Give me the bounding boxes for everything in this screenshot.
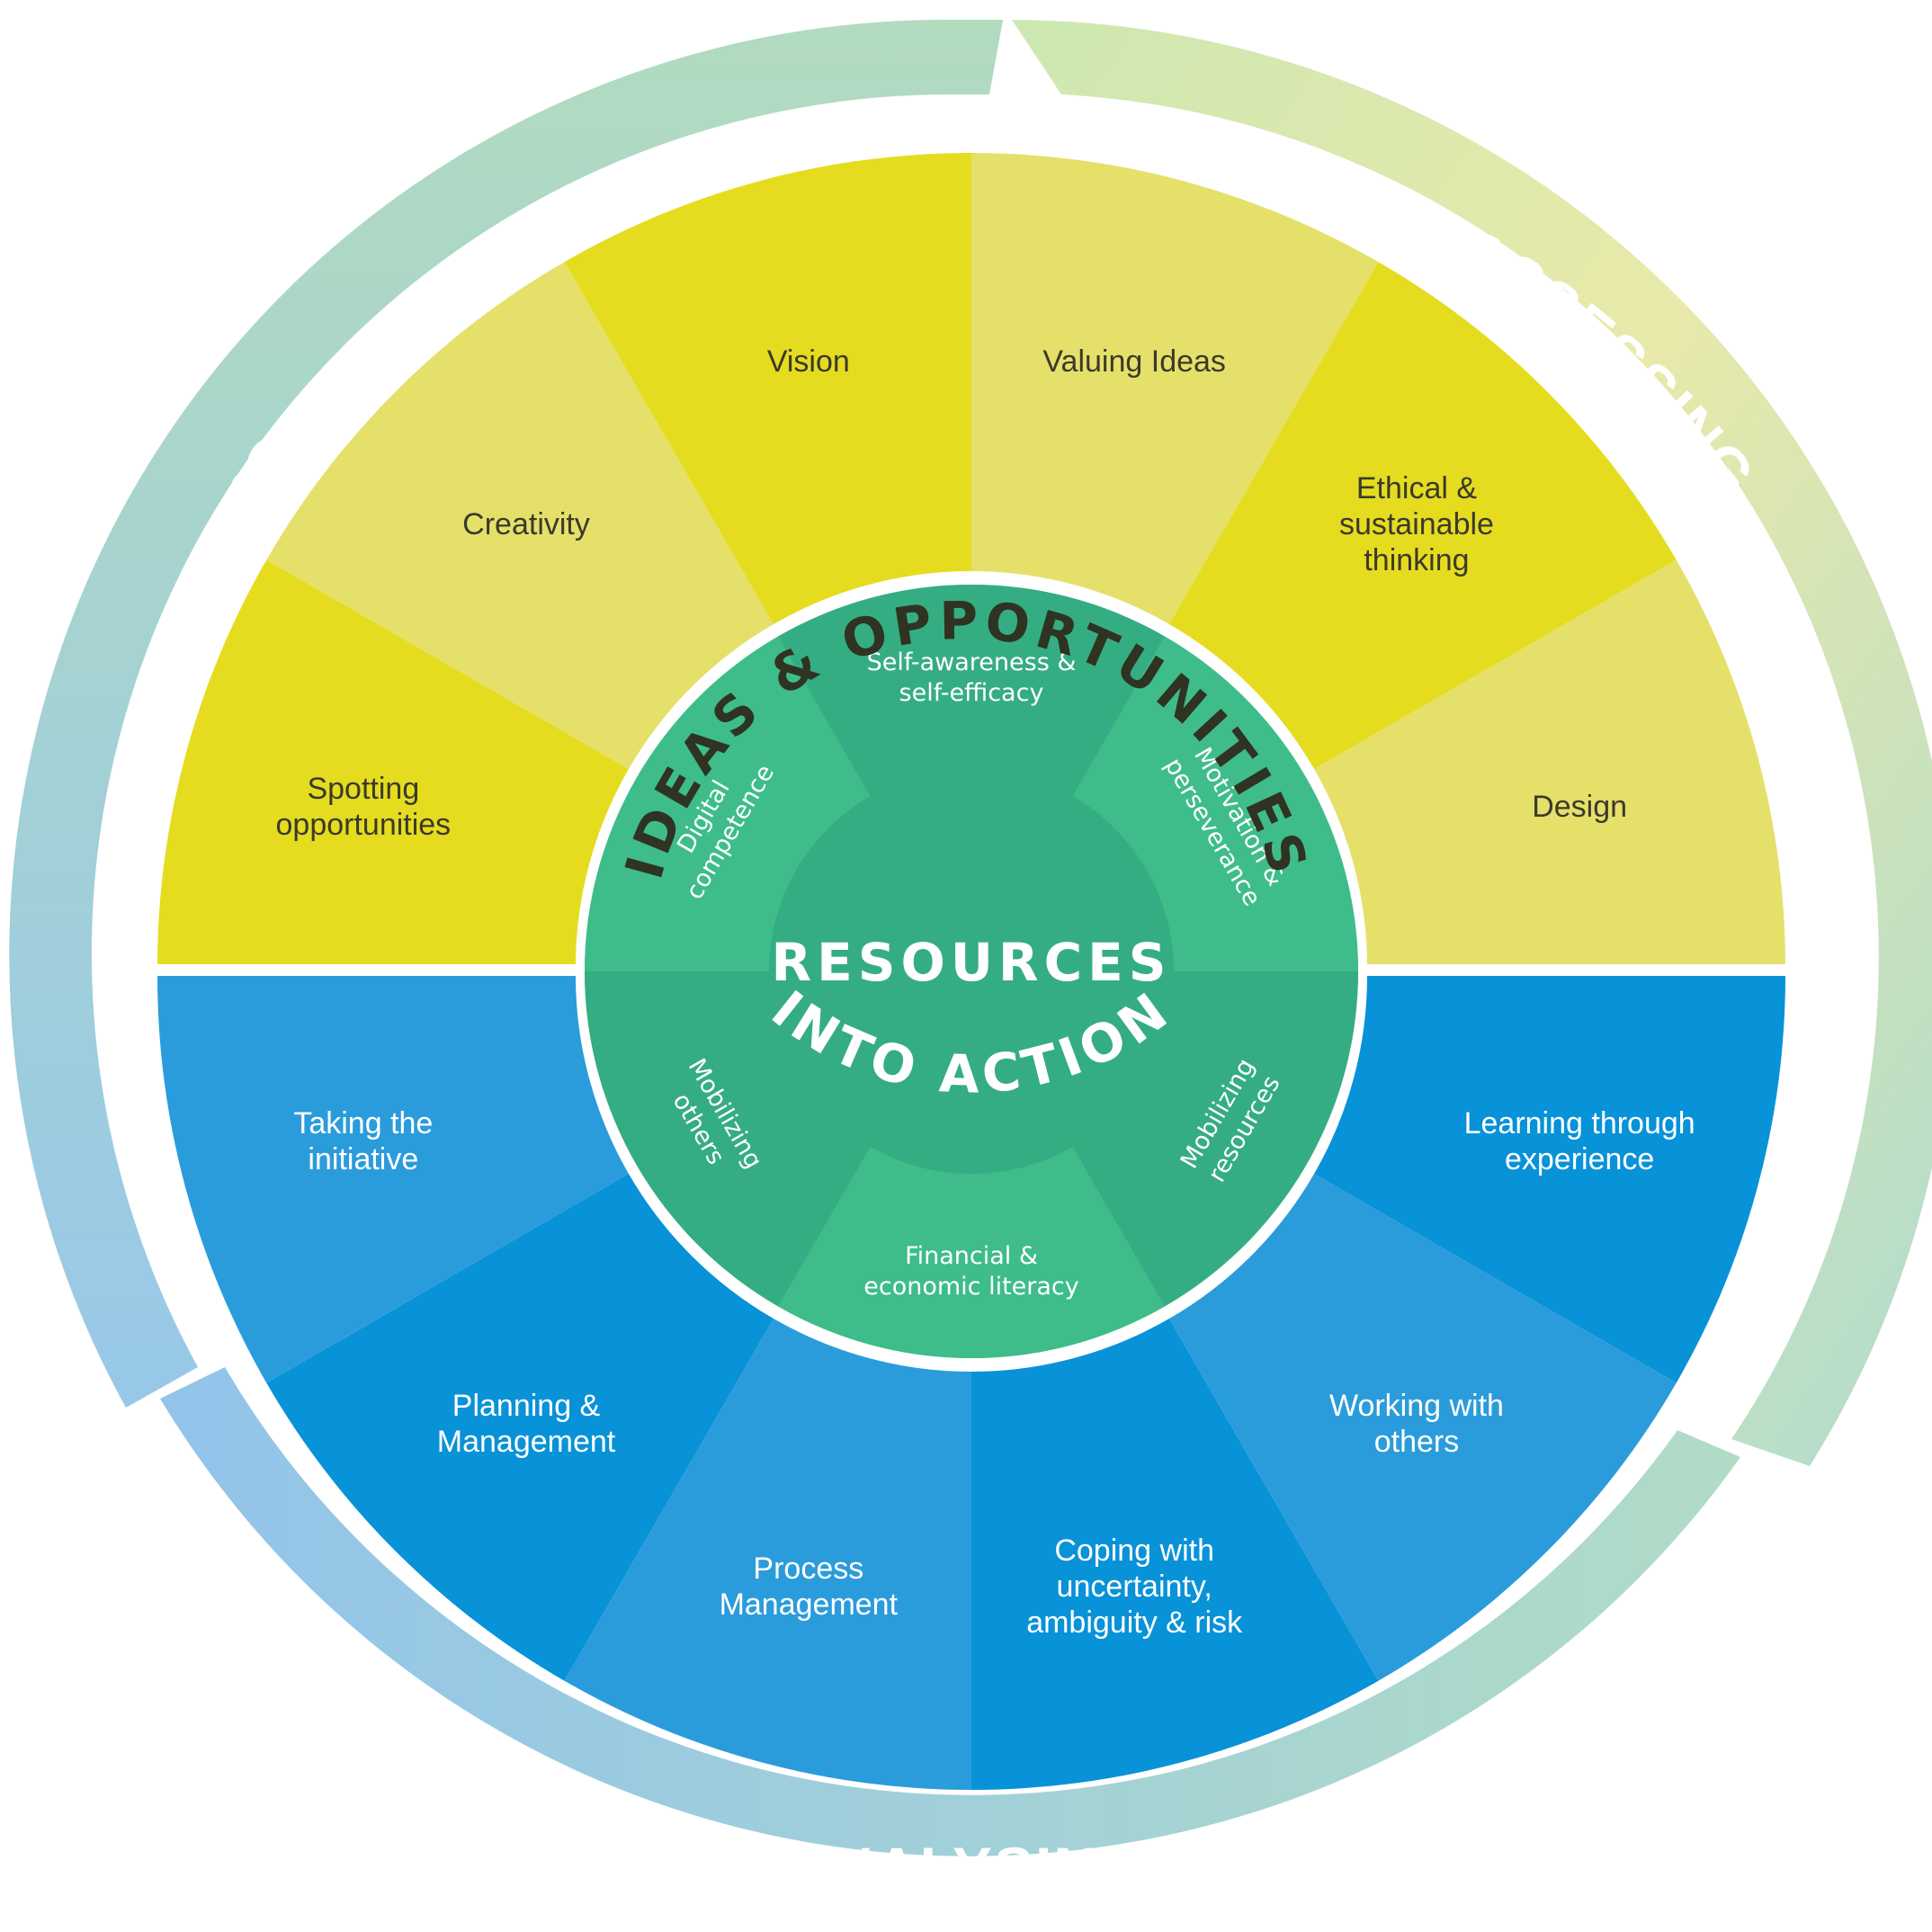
ideas-segment-spotting-opportunities (157, 559, 629, 967)
resources-segment-mobilizing-others (585, 971, 871, 1307)
ideas-segment-design (1314, 559, 1785, 967)
action-segment-planning-management (266, 1174, 774, 1681)
resources-segment-financial-economic-literacy (778, 1146, 1165, 1358)
resources-segment-mobilizing-resources (1072, 971, 1358, 1307)
action-segment-coping-with-uncertainty-ambiguity-risk (971, 1319, 1379, 1790)
resources-area: Self-awareness &self-efficacyMotivation … (585, 585, 1358, 1358)
vision-label: Vision (767, 344, 850, 379)
resources-segment-self-awareness-self-efficacy (778, 585, 1165, 797)
improving-arrow-band (9, 20, 1003, 1408)
ideas-segment-ethical-sustainable-thinking (1169, 262, 1677, 769)
resources-hub (769, 769, 1174, 1174)
self-awareness-self-efficacy-label: Self-awareness &self-efficacy (867, 648, 1077, 707)
resources-segment-digital-competence (585, 636, 871, 971)
analysing-arrow-band (160, 1367, 1740, 1856)
ideas-segment-creativity (266, 262, 774, 769)
financial-economic-literacy-label: Financial &economic literacy (863, 1242, 1079, 1301)
ideas-segment-valuing-ideas (971, 153, 1379, 624)
action-segment-process-management (564, 1319, 971, 1790)
planning-management-label: Planning &Management (437, 1389, 616, 1459)
resources-title: RESOURCES (771, 932, 1171, 993)
analysing-label: ANALYSING (786, 1835, 1147, 1901)
creativity-label: Creativity (462, 507, 590, 541)
resources-segment-motivation-perseverance (1072, 636, 1358, 971)
action-segment-learning-through-experience (1314, 976, 1785, 1383)
assessing-arrow-band (1012, 20, 1932, 1466)
valuing-ideas-label: Valuing Ideas (1042, 344, 1226, 379)
ideas-segment-vision (564, 153, 971, 624)
action-segment-working-with-others (1169, 1174, 1677, 1681)
design-label: Design (1532, 790, 1627, 824)
action-segment-taking-the-initiative (157, 976, 629, 1383)
